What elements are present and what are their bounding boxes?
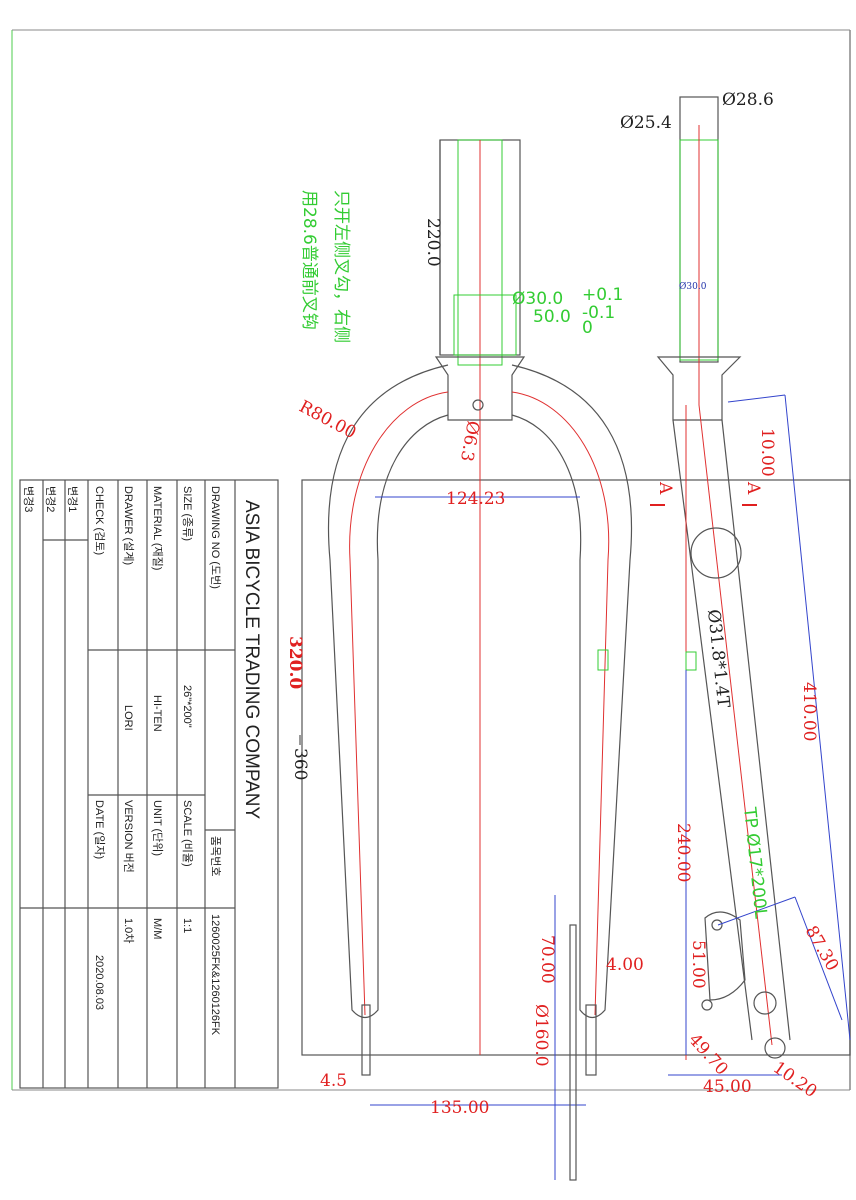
dim-mount-spacing: 51.00 [688, 940, 708, 989]
note-line-2: 用28.6普通前叉钩 [299, 190, 319, 330]
dim-caliper-diag: 87.30 [801, 923, 843, 975]
drawing-no-label: DRAWING NO (도번) [209, 486, 222, 589]
dim-hub-width: 135.00 [430, 1098, 489, 1118]
scale-label: SCALE (비율) [181, 800, 194, 867]
tol-plus: +0.1 [582, 285, 623, 305]
drawer-value: LORI [122, 705, 134, 731]
unit-label: UNIT (단위) [151, 800, 164, 856]
dim-disc-dia: Ø160.0 [531, 1004, 551, 1067]
dim-radius: R80.00 [296, 397, 360, 444]
drawing-no-value: 1260025FK&1260126FK [209, 914, 221, 1036]
dim-axle-offset: 10.20 [769, 1058, 820, 1102]
size-label: SIZE (종류) [181, 486, 194, 541]
dim-race-dia: Ø30.0 [679, 281, 707, 292]
dim-height-red: 320.0 [285, 636, 305, 689]
front-view [299, 139, 633, 1181]
dim-dropout: 4.5 [320, 1071, 347, 1091]
scale-value: 1:1 [181, 918, 193, 933]
note-line-1: 只开左侧叉勾，右侧 [331, 190, 351, 343]
dim-crown-dia: Ø30.0 [512, 289, 563, 309]
section-mark-left: A [655, 481, 675, 495]
revision-3: 변경3 [22, 486, 35, 512]
revision-1: 변경1 [66, 486, 79, 512]
version-label: VERSION 버전 [122, 800, 135, 873]
dim-inner-dia: Ø25.4 [620, 113, 672, 133]
dim-mount-height: 240.00 [673, 823, 693, 882]
section-mark-right: A [743, 481, 763, 495]
dim-height-black: 360 [290, 748, 310, 780]
version-value: 1.0차 [122, 918, 135, 943]
dim-crown-len: 50.0 [533, 307, 571, 327]
dim-leg-spacing: 124.23 [446, 489, 505, 509]
date-value: 2020.08.03 [93, 955, 105, 1010]
title-block: ASIA BICYCLE TRADING COMPANY DRAWING NO … [19, 479, 279, 1089]
tol-minus: -0.1 [582, 303, 615, 323]
unit-value: M/M [151, 918, 163, 939]
side-view [650, 96, 851, 1076]
dim-crown-offset: 10.00 [757, 428, 777, 477]
dim-steerer-length: 220.0 [423, 218, 443, 267]
material-value: HI-TEN [151, 695, 163, 732]
company-name: ASIA BICYCLE TRADING COMPANY [241, 500, 262, 820]
dim-rake: 45.00 [703, 1077, 752, 1097]
drawer-label: DRAWER (설계) [122, 486, 135, 565]
tol-zero: 0 [582, 318, 593, 338]
drawing-frame [11, 29, 851, 1091]
dim-axle-to-crown: 410.00 [799, 682, 819, 741]
date-label: DATE (일자) [93, 800, 107, 859]
dimension-labels: 220.0 Ø30.0 50.0 +0.1 -0.1 0 R80.00 Ø6.3… [285, 90, 842, 1118]
revision-2: 변경2 [44, 486, 57, 512]
check-label: CHECK (검토) [93, 486, 106, 555]
product-no-label: 품목번호 [209, 836, 222, 876]
size-value: 26"*200" [181, 685, 193, 728]
dim-small-hole: Ø6.3 [456, 419, 483, 463]
dim-disc-len: 70.00 [537, 935, 557, 984]
dim-top-dia: Ø28.6 [722, 90, 774, 110]
material-label: MATERIAL (재질) [151, 486, 164, 570]
dim-disc-offset: 4.00 [606, 955, 644, 975]
